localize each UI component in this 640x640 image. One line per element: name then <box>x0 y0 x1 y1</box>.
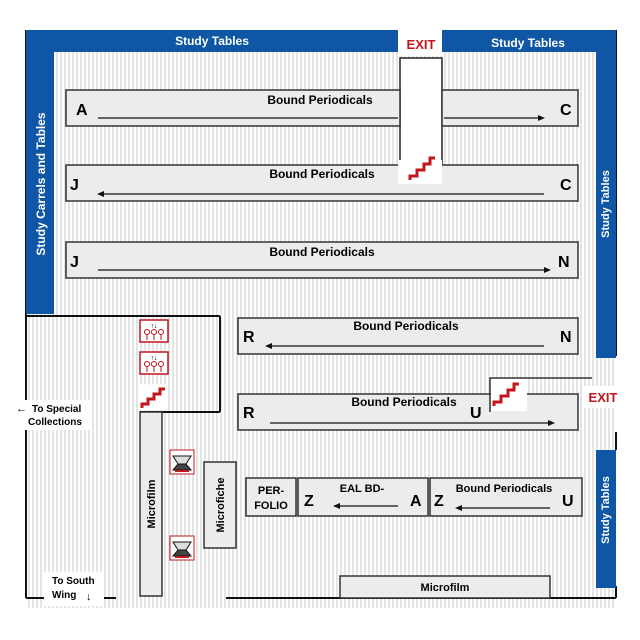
study-tables-label-2: Study Tables <box>491 36 565 50</box>
range-r-n-box <box>237 317 579 355</box>
study-tables-right-lower <box>596 450 616 588</box>
elevator-icon: ↑↓ <box>139 319 169 343</box>
microfiche-label: Microfiche <box>215 477 227 532</box>
eal-end: A <box>410 493 422 510</box>
range-a-c-start: A <box>76 102 88 119</box>
svg-text:↑↓: ↑↓ <box>151 323 158 330</box>
range-r-n-end: N <box>560 329 572 346</box>
range-j-c-arrowhead <box>97 191 104 197</box>
study-tables-top-right <box>438 30 616 52</box>
to-south-line-1[interactable]: To South <box>52 576 95 587</box>
stairs-icon <box>492 380 520 408</box>
to-south-line-2[interactable]: Wing <box>52 590 76 601</box>
range-r-u-end: U <box>470 405 482 422</box>
study-carrels-label: Study Carrels and Tables <box>34 112 48 255</box>
range-r-n: Bound Periodicals R N <box>237 317 579 355</box>
elevator-icon: ↑↓ <box>139 351 169 375</box>
microfiche-cabinet <box>203 461 237 549</box>
per-folio-box <box>245 477 297 517</box>
to-south-arrow: ↓ <box>86 591 92 603</box>
range-j-n-end: N <box>558 254 570 271</box>
range-z-u-arrowhead <box>455 505 462 511</box>
range-a-c-end: C <box>560 102 572 119</box>
range-a-c-right <box>441 89 579 127</box>
study-tables-areas <box>26 30 616 588</box>
study-tables-label-3: Study Tables <box>600 170 612 238</box>
study-tables-right-upper <box>596 52 616 358</box>
exit-top-box <box>400 30 442 56</box>
study-tables-label-4: Study Tables <box>600 476 612 544</box>
microfilm-cabinet-vertical <box>139 411 163 597</box>
range-r-u-stair-wall <box>489 377 592 412</box>
study-tables-label-1: Study Tables <box>175 34 249 48</box>
range-j-n: Bound Periodicals J N <box>65 241 579 279</box>
range-j-c-start: J <box>70 177 79 194</box>
per-folio-line-2: FOLIO <box>254 500 288 512</box>
study-tables-top-left <box>26 30 398 52</box>
range-r-n-arrowhead <box>265 343 272 349</box>
range-j-n-start: J <box>70 254 79 271</box>
range-j-n-box <box>65 241 579 279</box>
to-south-box <box>44 572 104 606</box>
microfilm-reader-icon <box>169 535 195 561</box>
range-bottom-row: PER- FOLIO EAL BD- Z A Bound Periodicals… <box>245 477 583 517</box>
exit-right-box <box>584 386 622 408</box>
to-special-arrow: ← <box>16 403 27 415</box>
range-j-n-title: Bound Periodicals <box>269 245 375 259</box>
eal-title: EAL BD- <box>340 483 385 495</box>
range-j-c-end: C <box>560 177 572 194</box>
svg-text:↑↓: ↑↓ <box>151 355 158 362</box>
range-z-u-end: U <box>562 493 574 510</box>
range-z-u-start: Z <box>434 493 444 510</box>
microfilm-reader-icon <box>169 449 195 475</box>
range-j-c-title: Bound Periodicals <box>269 167 375 181</box>
stairs-icon <box>408 154 436 182</box>
range-j-n-arrowhead <box>544 267 551 273</box>
range-a-c-title: Bound Periodicals <box>267 93 373 107</box>
range-a-c: Bound Periodicals A C <box>65 89 579 127</box>
exit-top[interactable]: EXIT <box>407 37 436 52</box>
to-special-box <box>14 400 90 430</box>
microfilm-label-bottom: Microfilm <box>421 582 470 594</box>
microfilm-cabinet-bottom <box>339 575 551 599</box>
range-r-u-arrowhead <box>548 420 555 426</box>
range-z-u-title: Bound Periodicals <box>456 483 553 495</box>
range-a-c-left <box>65 89 401 127</box>
eal-arrowhead <box>333 503 340 509</box>
range-j-c-box <box>65 164 579 202</box>
eal-box <box>297 477 429 517</box>
range-r-n-start: R <box>243 329 255 346</box>
range-r-u-start: R <box>243 405 255 422</box>
stairs-icon <box>140 384 166 410</box>
range-a-c-arrowhead <box>538 115 545 121</box>
microfilm-label-vertical: Microfilm <box>146 479 158 528</box>
range-z-u-box <box>429 477 583 517</box>
to-special-line-2[interactable]: Collections <box>28 417 82 428</box>
study-carrels-left <box>26 30 54 314</box>
range-r-u-title: Bound Periodicals <box>351 395 457 409</box>
eal-start: Z <box>304 493 314 510</box>
per-folio-line-1: PER- <box>258 485 285 497</box>
exit-right[interactable]: EXIT <box>589 390 618 405</box>
range-j-c: Bound Periodicals J C <box>65 160 579 202</box>
to-special-line-1[interactable]: To Special <box>32 404 81 415</box>
range-r-n-title: Bound Periodicals <box>353 319 459 333</box>
